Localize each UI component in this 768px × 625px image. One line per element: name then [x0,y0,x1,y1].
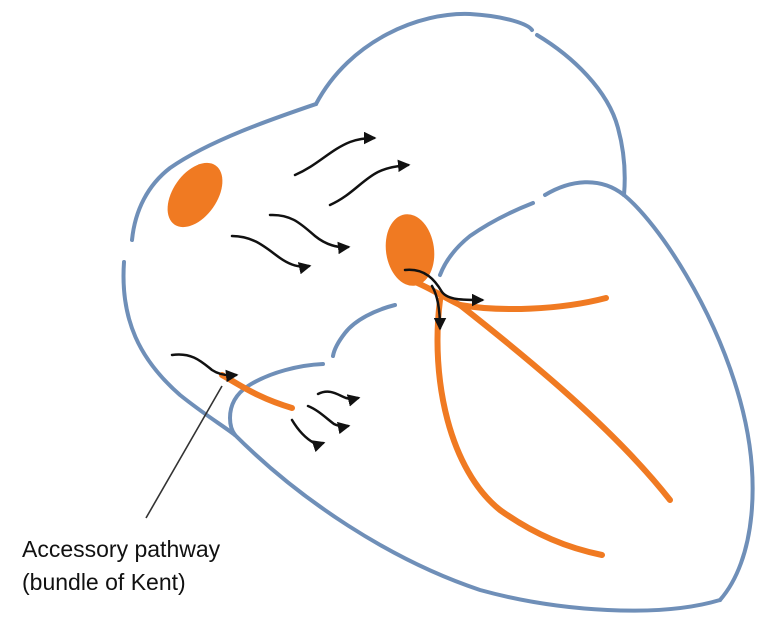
atrial-impulse-arrow [232,236,309,267]
av-groove-outline [545,182,624,195]
atrial-impulse-arrow [295,138,374,175]
atrial-impulse-arrow [270,215,348,247]
atrial-roof-outline [537,35,625,195]
left-bundle-branch-lower [460,305,670,500]
atrial-impulse-arrow [330,165,408,205]
ventricular-preexcitation-arrow [292,420,323,444]
left-av-valve-outline [440,203,533,275]
label-line-2: (bundle of Kent) [22,566,342,599]
label-leader-line [146,386,222,518]
right-heart-border [123,262,235,435]
left-atrium-outline [316,14,532,104]
right-av-valve-outline [230,364,323,435]
septum-upper-outline [333,305,395,356]
conduction-system [156,153,670,555]
ventricular-preexcitation-arrow [318,392,358,399]
label-line-1: Accessory pathway [22,533,342,566]
ventricular-preexcitation-arrow [308,406,348,426]
accessory-impulse-arrow [172,354,236,375]
apex-outline [624,195,753,600]
accessory-pathway-label: Accessory pathway (bundle of Kent) [22,533,342,599]
right-bundle-branch [438,300,603,555]
sa-node [156,153,233,237]
right-atrium-outline [132,104,316,240]
